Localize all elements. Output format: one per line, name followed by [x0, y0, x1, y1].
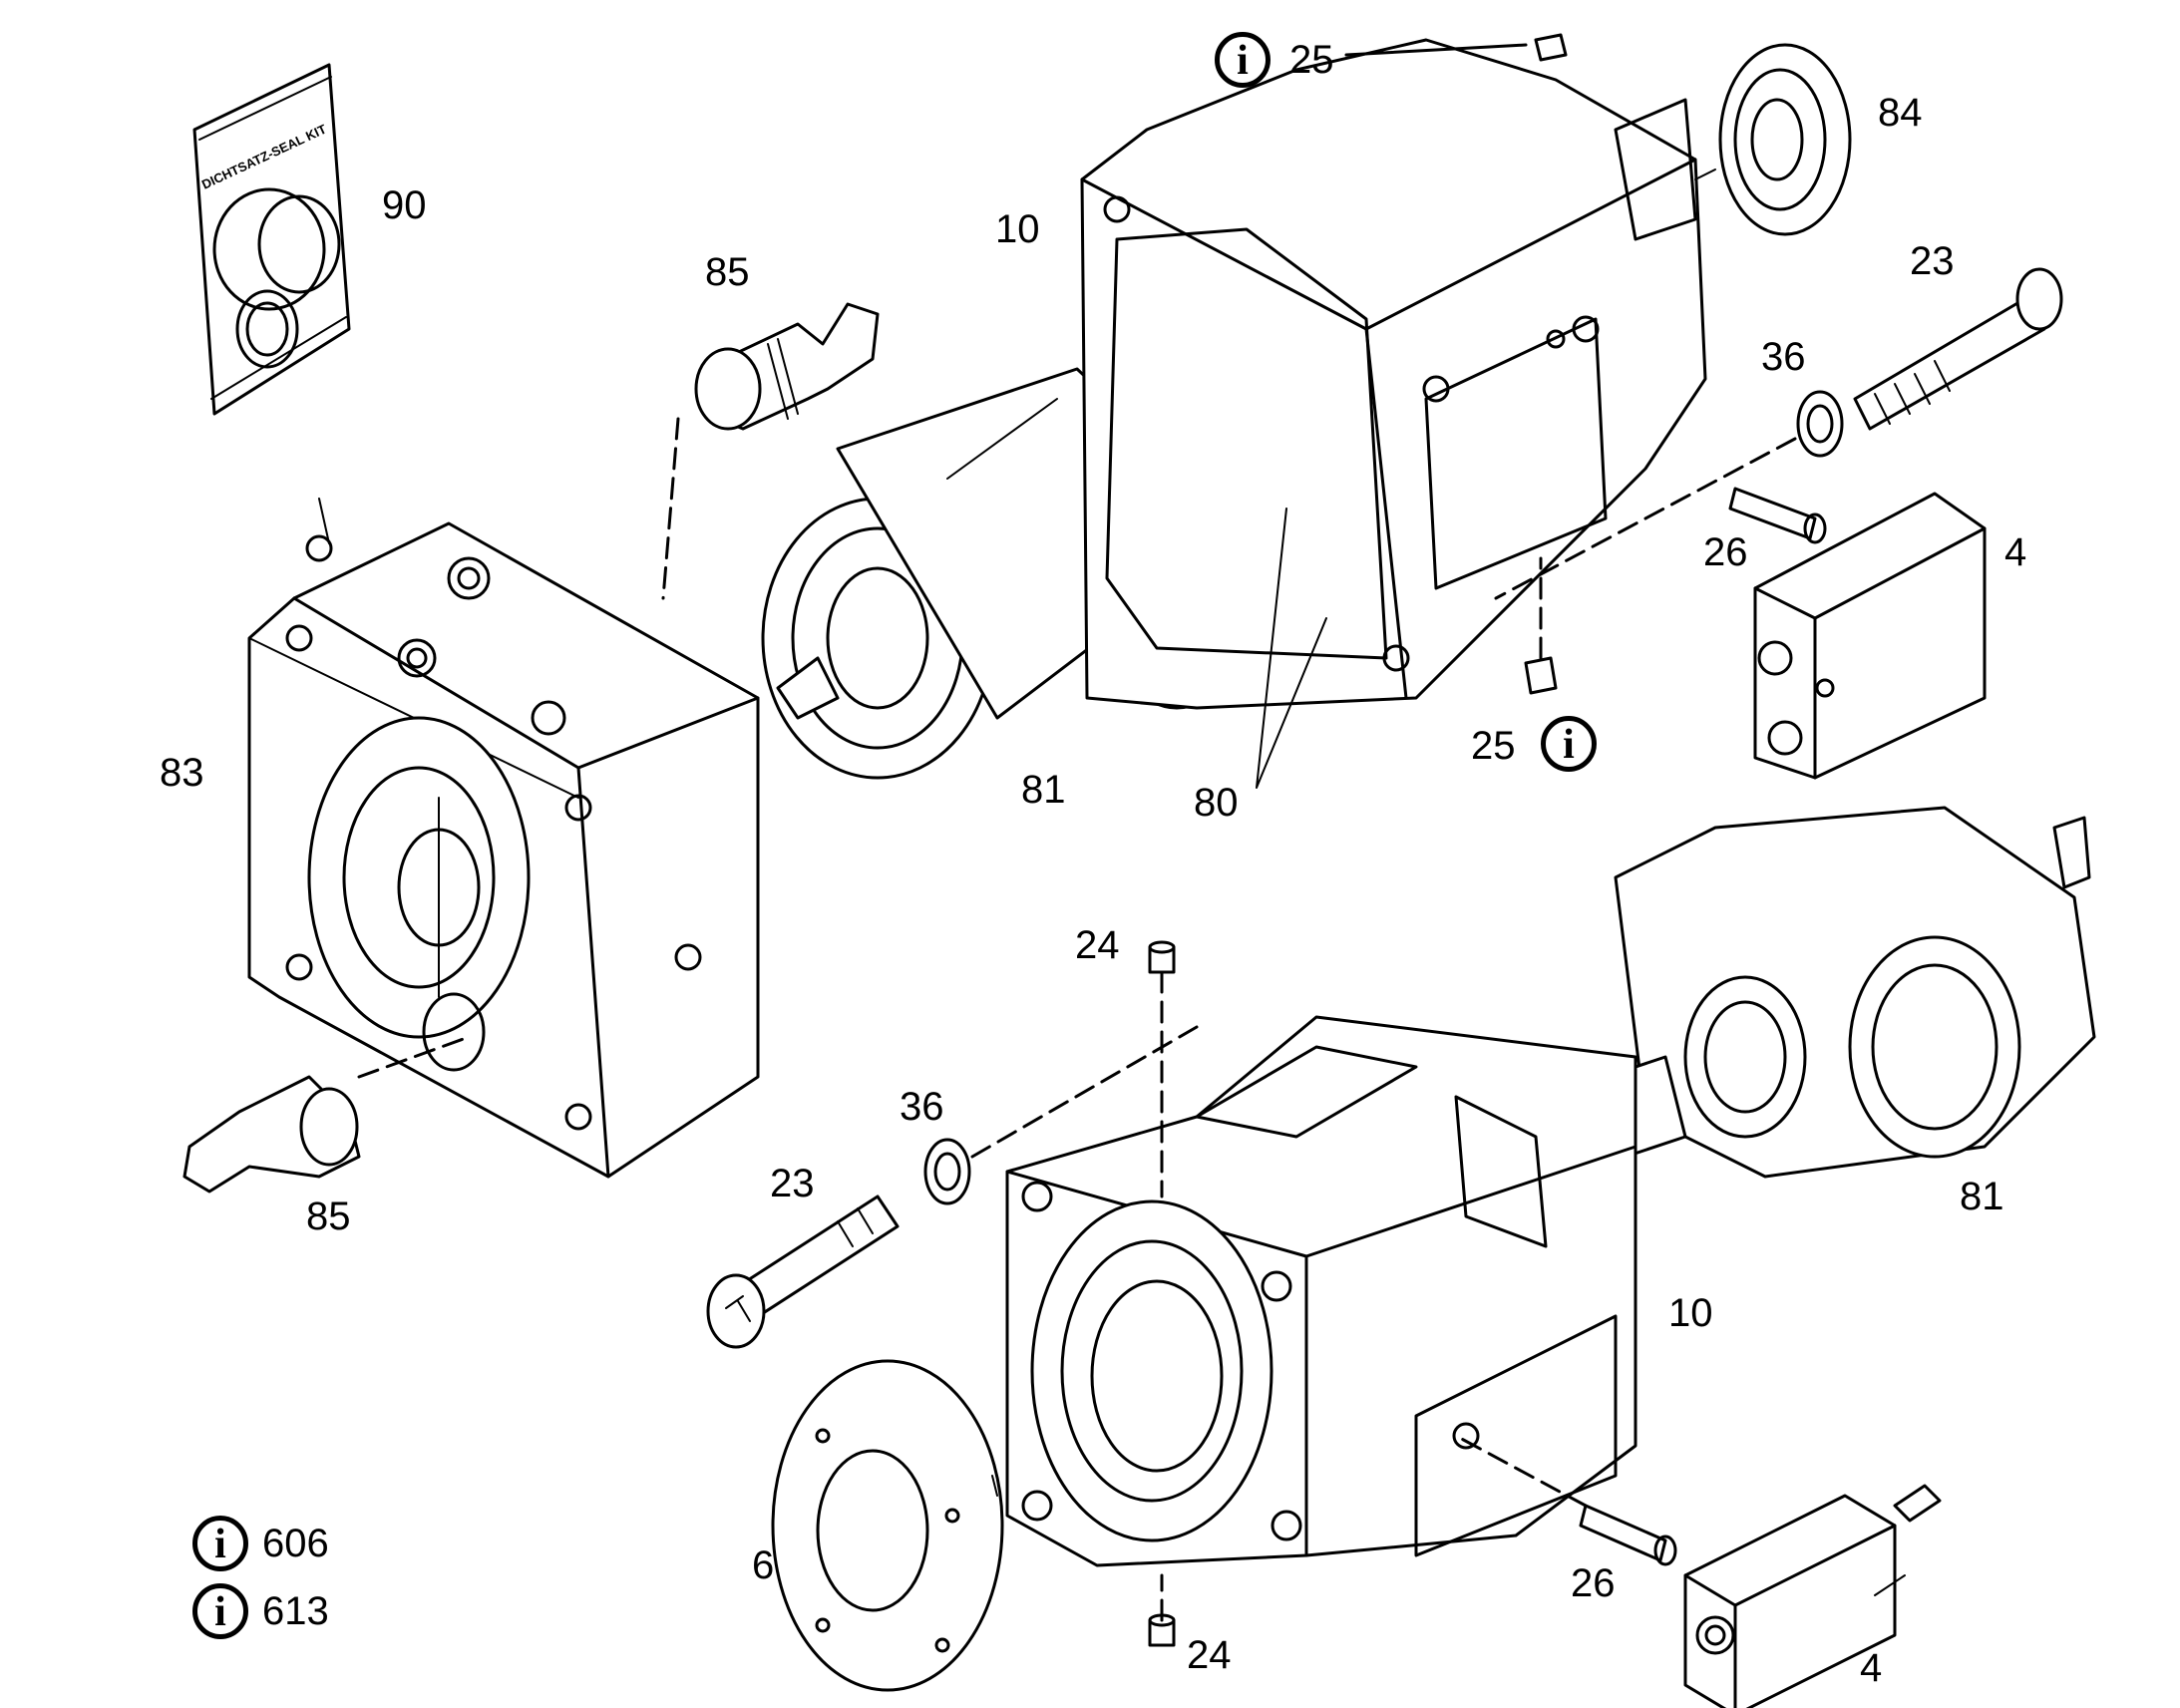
callout-85-top: 85: [705, 250, 750, 294]
part-85-top: [661, 302, 880, 600]
info-icon: i: [192, 1583, 248, 1639]
part-4-valve-block-bottom: [1683, 1484, 1942, 1708]
callout-81-top: 81: [1021, 768, 1066, 812]
info-icon: i: [192, 1516, 248, 1571]
callout-84: 84: [1878, 91, 1923, 135]
part-6-flange-plate: [771, 1359, 1004, 1692]
part-24-pin-top: [1148, 940, 1176, 1198]
info-reference-613: i 613: [192, 1583, 329, 1639]
part-25-plug-top: [1344, 33, 1568, 62]
info-reference-number: 606: [262, 1522, 329, 1565]
part-83-end-cover: [247, 498, 760, 1179]
part-26-pin-bottom: [1454, 1434, 1677, 1566]
callout-26-bottom: 26: [1571, 1561, 1616, 1605]
part-80-leaders: [1256, 508, 1327, 789]
callout-23-top: 23: [1910, 239, 1955, 283]
callout-23-bottom: 23: [770, 1162, 815, 1205]
part-23-screw-bottom: [706, 1195, 900, 1349]
callout-10-top: 10: [995, 207, 1040, 251]
info-reference-606: i 606: [192, 1516, 329, 1571]
part-23-screw-top: [1853, 267, 2063, 431]
part-36-washer-top: [1494, 390, 1844, 600]
info-icon-25-bottom: i: [1541, 716, 1597, 772]
callout-10-bottom: 10: [1668, 1291, 1713, 1335]
part-10-housing-top: [1080, 38, 1707, 710]
seal-kit-bag: DICHTSATZ-SEAL KIT: [192, 63, 351, 416]
callout-25-bottom: 25: [1471, 724, 1516, 768]
callout-80: 80: [1194, 781, 1239, 825]
callout-83: 83: [160, 751, 204, 795]
part-4-valve-block-top: [1753, 492, 1987, 780]
info-reference-number: 613: [262, 1589, 329, 1633]
callout-24-bottom: 24: [1187, 1633, 1232, 1677]
part-26-pin-top: [1728, 487, 1827, 544]
part-84-shaft-seal: [1694, 43, 1852, 236]
callout-24-top: 24: [1075, 923, 1120, 967]
callout-36-bottom: 36: [900, 1085, 944, 1129]
part-25-plug-bottom: [1524, 556, 1558, 695]
part-81-rotary-group-bottom: [1604, 806, 2096, 1179]
callout-81-bottom: 81: [1960, 1175, 2004, 1218]
callout-26-top: 26: [1703, 530, 1748, 574]
part-24-pin-bottom: [1148, 1573, 1176, 1647]
callout-4-bottom: 4: [1860, 1646, 1883, 1690]
info-icon-25-top: i: [1215, 32, 1271, 88]
part-36-washer-bottom: [923, 1025, 1199, 1205]
callout-6: 6: [752, 1543, 775, 1587]
part-85-bottom: [182, 1035, 471, 1194]
callout-85-bottom: 85: [306, 1195, 351, 1238]
part-10-housing-bottom: [1005, 1015, 1637, 1567]
callout-25-top: 25: [1289, 38, 1334, 82]
callout-4-top: 4: [2004, 530, 2027, 574]
callout-36-top: 36: [1761, 335, 1806, 379]
callout-90: 90: [382, 183, 427, 227]
